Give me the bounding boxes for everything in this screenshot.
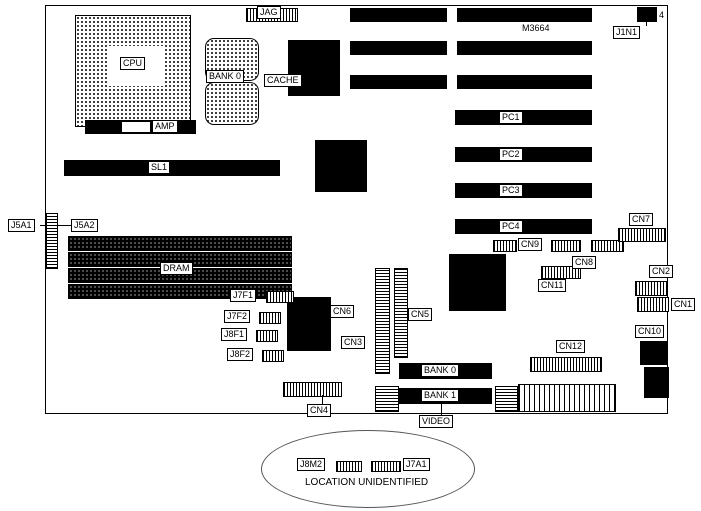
j8f1-label: J8F1	[221, 328, 248, 341]
j1n1-label: J1N1	[613, 26, 641, 39]
j7a1-connector	[371, 461, 401, 472]
chipset-chip-1	[315, 140, 367, 192]
isa-slot-3-right	[457, 75, 592, 89]
amp-label: AMP	[152, 120, 178, 133]
location-note-text: LOCATION UNIDENTIFIED	[305, 477, 429, 488]
j5a1-connector	[46, 213, 58, 269]
cn4-connector	[283, 382, 342, 397]
bank0-top-label: BANK 0	[206, 70, 245, 83]
j8f1-connector	[256, 330, 278, 342]
pci-slot-pc2	[455, 147, 592, 162]
bank-flank-connector-right	[495, 386, 518, 412]
j7f2-label: J7F2	[224, 310, 251, 323]
cn7-label: CN7	[629, 213, 654, 226]
cn9-connector-right	[551, 240, 581, 252]
cn8-label: CN8	[572, 256, 597, 269]
sl1-slot	[64, 160, 280, 176]
cn12-label: CN12	[556, 340, 586, 353]
dram-slot-1	[68, 236, 292, 251]
cn7-connector	[618, 228, 666, 242]
j5a2-pointer-line	[56, 225, 71, 226]
bank1-label: BANK 1	[421, 389, 460, 402]
isa-slot-2-right	[457, 41, 592, 55]
j8f2-connector	[262, 350, 284, 362]
jag-label: JAG	[257, 6, 281, 19]
chipset-chip-2	[287, 297, 331, 351]
pc3-label: PC3	[499, 184, 523, 197]
cn12-connector	[530, 357, 602, 372]
bank0-chip-2	[205, 82, 259, 125]
pci-slot-pc4	[455, 219, 592, 234]
dram-slot-4	[68, 284, 292, 299]
cn5-label: CN5	[408, 308, 433, 321]
cn3-label: CN3	[341, 336, 366, 349]
j8m2-label: J8M2	[297, 458, 326, 471]
cn2-connector	[635, 281, 667, 296]
cn1-label: CN1	[671, 298, 696, 311]
isa-slot-1-right	[457, 8, 592, 22]
pci-slot-pc3	[455, 183, 592, 198]
dram-label: DRAM	[160, 262, 193, 275]
pc1-label: PC1	[499, 111, 523, 124]
cn11-label: CN11	[538, 279, 567, 292]
cn1-connector	[637, 297, 669, 312]
j1n1-component	[637, 7, 657, 22]
part-number-text: M3664	[522, 23, 550, 33]
sl1-label: SL1	[148, 161, 171, 174]
j1n1-pointer-line	[646, 22, 647, 26]
pc4-label: PC4	[499, 220, 523, 233]
j7f1-label: J7F1	[230, 289, 257, 302]
cpu-label: CPU	[120, 57, 146, 70]
cn6-label: CN6	[330, 305, 355, 318]
cn2-label: CN2	[649, 265, 674, 278]
cn9-label: CN9	[518, 238, 543, 251]
j7f2-connector	[259, 312, 281, 324]
bank0-bottom-label: BANK 0	[421, 364, 460, 377]
cn8-connector	[591, 240, 624, 252]
j7f1-connector	[266, 291, 294, 303]
dram-slot-2	[68, 252, 292, 267]
isa-slot-1-left	[350, 8, 447, 22]
isa-slot-3-left	[350, 75, 447, 89]
j5a2-label: J5A2	[71, 219, 98, 232]
bottom-edge-connector	[518, 384, 616, 412]
cn5-connector-2	[394, 268, 408, 358]
cn4-pointer-line	[322, 395, 323, 404]
cn5-connector-1	[375, 268, 390, 374]
pc2-label: PC2	[499, 148, 523, 161]
location-callout-ellipse	[261, 430, 475, 508]
pci-slot-pc1	[455, 110, 592, 125]
cn10-port-1	[640, 341, 668, 365]
cn10-label: CN10	[635, 325, 665, 338]
j8f2-label: J8F2	[227, 348, 254, 361]
cache-chip	[288, 40, 340, 96]
cn11-connector	[541, 266, 581, 279]
j5a1-label: J5A1	[8, 219, 35, 232]
j5a1-pointer-line	[40, 225, 46, 226]
cn9-connector-left	[493, 240, 517, 252]
pin4-text: 4	[659, 10, 665, 20]
video-label: VIDEO	[419, 415, 454, 428]
j8m2-connector	[336, 461, 362, 472]
video-pointer-line	[441, 404, 442, 415]
cn4-label: CN4	[307, 404, 332, 417]
bank-flank-connector-left	[375, 386, 399, 412]
j7a1-label: J7A1	[403, 458, 430, 471]
isa-slot-2-left	[350, 41, 447, 55]
cn10-port-2	[644, 367, 669, 398]
amp-bar-inset	[122, 122, 150, 132]
cache-label: CACHE	[264, 74, 302, 87]
chipset-chip-3	[449, 254, 506, 311]
